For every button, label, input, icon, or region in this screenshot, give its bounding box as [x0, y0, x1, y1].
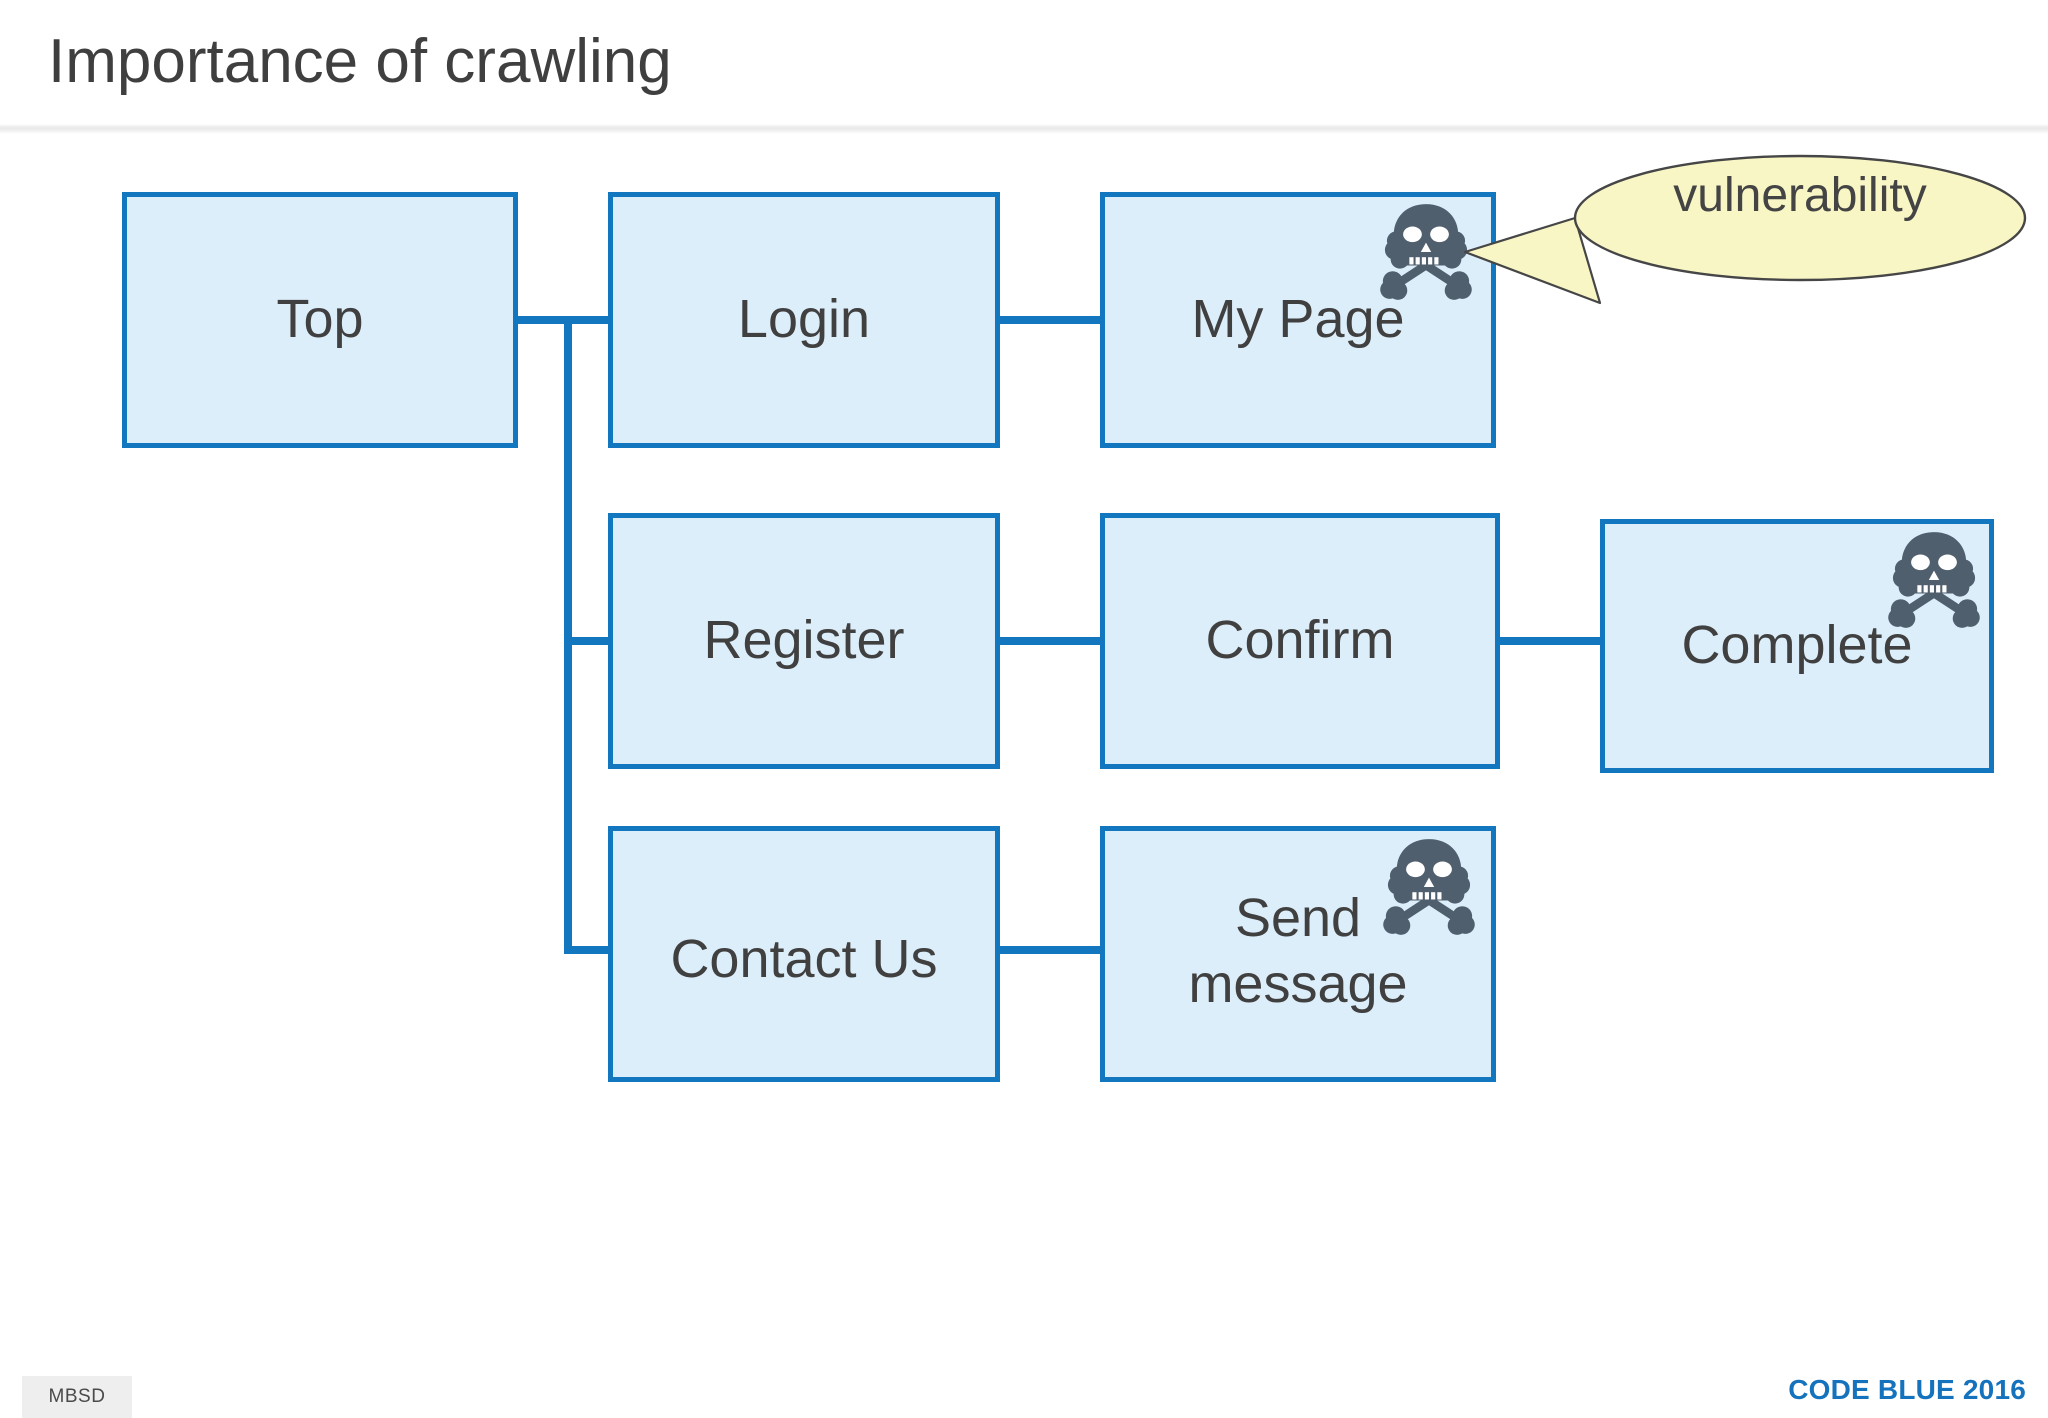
connector-trunk-to-register	[564, 637, 612, 645]
connector-login-to-my-page	[996, 316, 1104, 324]
node-label-my-page: My Page	[1191, 289, 1405, 350]
connector-confirm-to-complete	[1496, 637, 1604, 645]
vulnerability-callout	[1440, 128, 2040, 308]
node-label-contact-us: Contact Us	[670, 929, 938, 990]
diagram-node-send-message[interactable]: Send message	[1100, 826, 1496, 1082]
mbsd-logo-badge: MBSD	[22, 1376, 132, 1418]
diagram-node-login[interactable]: Login	[608, 192, 1000, 448]
header-divider	[0, 124, 2048, 134]
connector-contact-us-to-send	[996, 946, 1104, 954]
vulnerability-callout-label: vulnerability	[1673, 169, 1927, 222]
diagram-node-register[interactable]: Register	[608, 513, 1000, 769]
node-label-top: Top	[276, 289, 364, 350]
diagram-node-my-page[interactable]: My Page	[1100, 192, 1496, 448]
node-label-complete: Complete	[1681, 615, 1913, 676]
diagram-node-top[interactable]: Top	[122, 192, 518, 448]
page-title: Importance of crawling	[48, 27, 672, 96]
node-label-register: Register	[703, 610, 905, 671]
connector-top-to-trunk	[514, 316, 612, 324]
diagram-node-confirm[interactable]: Confirm	[1100, 513, 1500, 769]
connector-trunk-to-contact-us	[564, 946, 612, 954]
node-label-send-message: Send message	[1188, 888, 1408, 1014]
diagram-node-contact-us[interactable]: Contact Us	[608, 826, 1000, 1082]
connector-trunk-vertical	[564, 316, 572, 954]
node-label-login: Login	[737, 289, 871, 350]
conference-brand-label: CODE BLUE 2016	[1788, 1374, 2026, 1405]
node-label-confirm: Confirm	[1205, 610, 1395, 671]
connector-register-to-confirm	[996, 637, 1104, 645]
diagram-node-complete[interactable]: Complete	[1600, 519, 1994, 773]
